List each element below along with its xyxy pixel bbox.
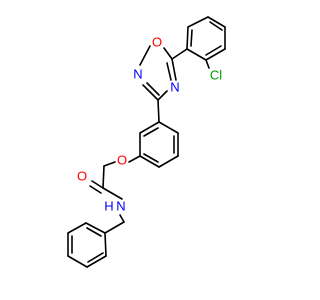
bond [146,82,160,96]
bond [186,48,207,61]
ring-nitrogen-upper-label: N [133,66,142,81]
atom-label-layer: O N N Cl O O N H [77,34,222,213]
bond [139,155,160,168]
bond [143,153,159,163]
bond [119,214,125,223]
bond [205,45,222,56]
bond [157,90,168,101]
bond-layer [67,16,226,268]
ether-oxygen-label: O [117,152,127,167]
bond [205,59,210,69]
bond [163,47,173,60]
amide-hydrogen-label: H [104,198,113,213]
ring-oxygen-label: O [152,34,162,49]
bond [187,16,209,28]
bond [158,155,179,168]
chlorine-label: Cl [210,67,222,82]
bond [171,48,188,60]
bond [205,48,226,61]
bond [207,16,226,28]
bond [166,62,172,81]
molecule-structure: O N N Cl O O N H [67,16,226,268]
bond [157,99,160,123]
bond [86,255,107,268]
amide-nitrogen-label: N [116,198,125,213]
bond [142,84,159,101]
bond [85,222,106,234]
bond [87,252,104,263]
bond [190,29,193,47]
bond [104,221,125,234]
bond [67,222,87,234]
bond [86,227,102,237]
bond [91,180,104,189]
bond [139,121,160,134]
ring-nitrogen-lower-label: N [170,79,179,94]
bond [139,45,151,66]
carbonyl-oxygen-label: O [77,168,87,183]
bond [67,255,88,268]
bond [143,127,159,137]
bond [102,187,123,200]
bond [103,161,116,167]
bond [209,21,223,31]
bond [89,185,102,194]
bond [128,155,141,163]
bond [158,121,179,134]
bond [104,232,107,257]
bond [171,58,177,81]
bond [186,26,189,50]
bond [102,165,105,189]
